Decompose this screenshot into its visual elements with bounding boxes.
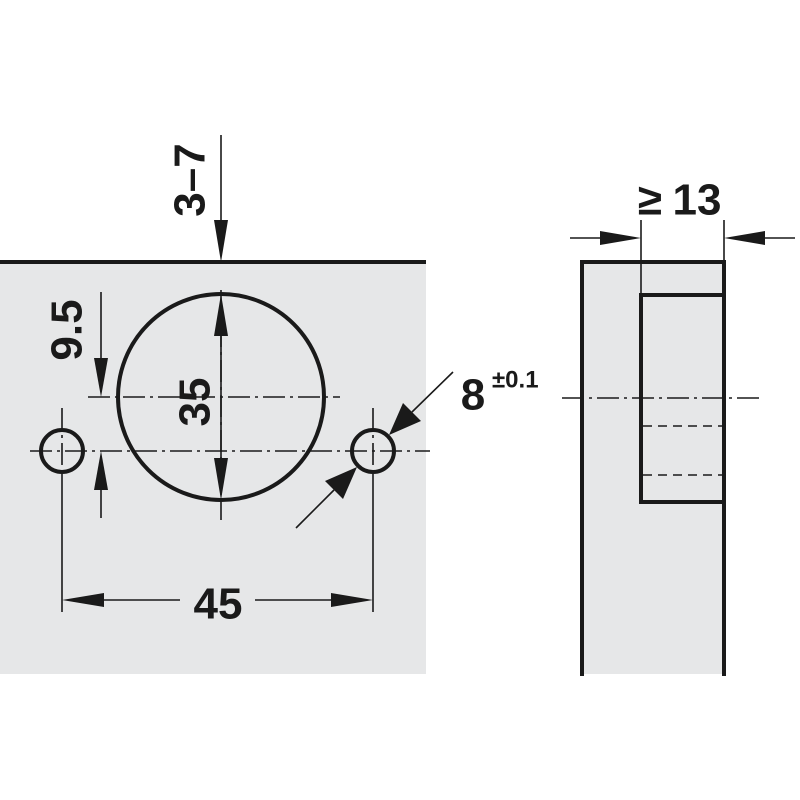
dim-35-arrow-bottom <box>214 458 228 500</box>
dim-13-symbol: ≥ <box>638 176 662 225</box>
side-panel <box>582 262 724 674</box>
dim-13-arrow-right <box>724 231 765 245</box>
dim-8-tolerance: ±0.1 <box>492 367 539 394</box>
side-view: ≥ 13 <box>562 176 795 676</box>
dim-8-arrow-top <box>389 403 421 435</box>
dim-9-5-arrow-bottom <box>94 451 108 490</box>
dim-45-label: 45 <box>194 580 243 629</box>
dim-8-label: 8 <box>461 371 485 420</box>
dim-35-label: 35 <box>171 378 220 427</box>
dim-13-label: 13 <box>673 176 722 225</box>
dim-9-5-arrow-top <box>94 358 108 397</box>
dim-3-7-arrow <box>214 220 228 262</box>
front-view: 3–7 35 9.5 45 8 ±0.1 <box>0 135 539 674</box>
dim-45-arrow-right <box>331 593 373 607</box>
dim-8-leader-top <box>411 371 454 413</box>
dim-13-arrow-left <box>600 231 641 245</box>
dim-45-arrow-left <box>62 593 104 607</box>
dim-8-arrow-bottom <box>325 467 357 499</box>
dim-8-leader-bottom <box>295 489 335 529</box>
dim-9-5-label: 9.5 <box>43 299 92 360</box>
dim-35-arrow-top <box>214 294 228 336</box>
dim-3-7-label: 3–7 <box>166 143 215 216</box>
